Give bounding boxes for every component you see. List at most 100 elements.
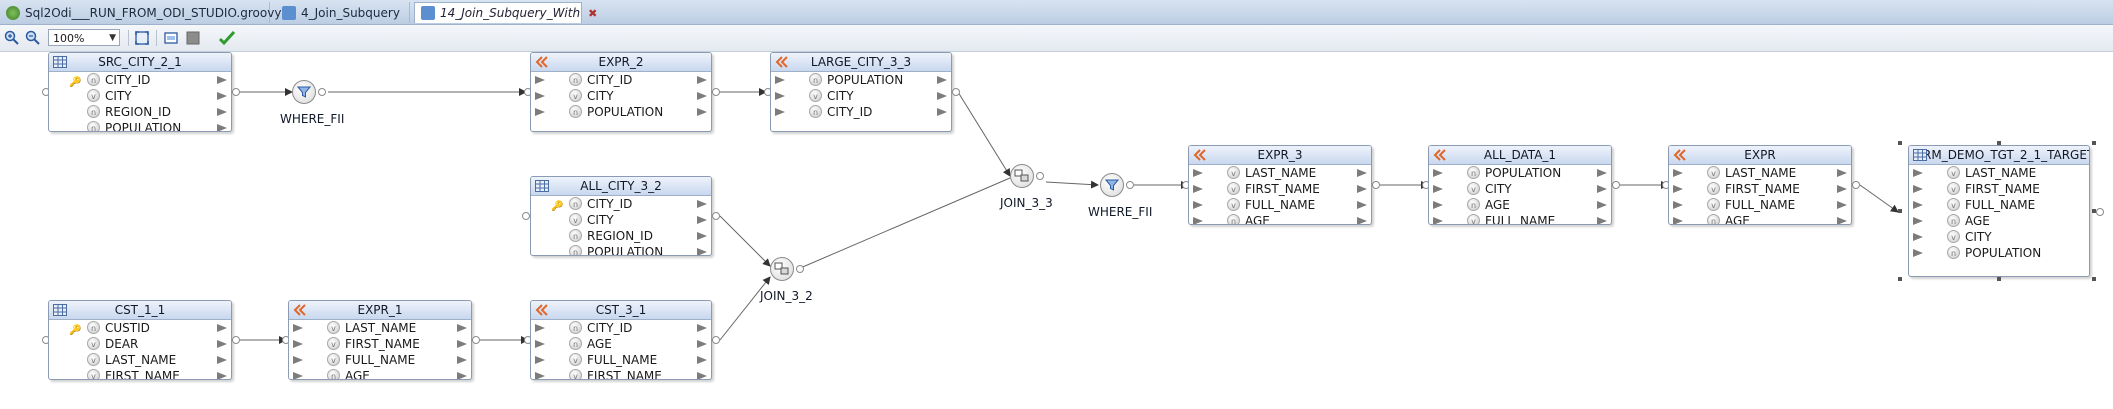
zoom-out-icon[interactable] bbox=[24, 29, 42, 47]
output-arrow-icon[interactable] bbox=[217, 372, 227, 379]
output-arrow-icon[interactable] bbox=[697, 216, 707, 224]
selection-handle[interactable] bbox=[1997, 141, 2001, 145]
output-arrow-icon[interactable] bbox=[697, 248, 707, 255]
input-arrow-icon[interactable] bbox=[775, 108, 785, 116]
output-port[interactable] bbox=[2096, 208, 2104, 216]
output-port[interactable] bbox=[712, 336, 720, 344]
input-arrow-icon[interactable] bbox=[1193, 217, 1203, 224]
output-port[interactable] bbox=[712, 212, 720, 220]
output-arrow-icon[interactable] bbox=[1837, 169, 1847, 177]
tab-sql2odi-groovy[interactable]: Sql2Odi___RUN_FROM_ODI_STUDIO.groovy bbox=[0, 2, 281, 23]
join-operator[interactable] bbox=[1010, 164, 1034, 188]
input-arrow-icon[interactable] bbox=[1913, 217, 1923, 225]
tab-4-join-subquery[interactable]: 4_Join_Subquery bbox=[276, 2, 410, 23]
selection-handle[interactable] bbox=[2092, 141, 2096, 145]
input-arrow-icon[interactable] bbox=[1913, 249, 1923, 257]
properties-icon[interactable] bbox=[184, 29, 202, 47]
filter-operator[interactable] bbox=[1100, 173, 1124, 197]
output-arrow-icon[interactable] bbox=[1597, 185, 1607, 193]
input-arrow-icon[interactable] bbox=[1913, 169, 1923, 177]
output-port[interactable] bbox=[796, 265, 804, 273]
output-arrow-icon[interactable] bbox=[217, 356, 227, 364]
output-arrow-icon[interactable] bbox=[217, 92, 227, 100]
output-arrow-icon[interactable] bbox=[1597, 169, 1607, 177]
output-arrow-icon[interactable] bbox=[697, 232, 707, 240]
input-arrow-icon[interactable] bbox=[1193, 185, 1203, 193]
input-arrow-icon[interactable] bbox=[1673, 201, 1683, 209]
output-arrow-icon[interactable] bbox=[697, 356, 707, 364]
output-arrow-icon[interactable] bbox=[457, 356, 467, 364]
selection-handle[interactable] bbox=[1997, 277, 2001, 281]
input-arrow-icon[interactable] bbox=[1433, 185, 1443, 193]
input-arrow-icon[interactable] bbox=[293, 372, 303, 379]
output-arrow-icon[interactable] bbox=[697, 92, 707, 100]
input-arrow-icon[interactable] bbox=[775, 76, 785, 84]
output-arrow-icon[interactable] bbox=[1357, 217, 1367, 224]
layout-icon[interactable] bbox=[162, 29, 180, 47]
join-operator[interactable] bbox=[770, 257, 794, 281]
close-icon[interactable]: ✖ bbox=[588, 6, 598, 20]
input-arrow-icon[interactable] bbox=[535, 324, 545, 332]
output-port[interactable] bbox=[232, 336, 240, 344]
output-arrow-icon[interactable] bbox=[697, 372, 707, 379]
selection-handle[interactable] bbox=[2092, 277, 2096, 281]
zoom-in-icon[interactable] bbox=[3, 29, 21, 47]
input-arrow-icon[interactable] bbox=[535, 76, 545, 84]
input-arrow-icon[interactable] bbox=[1913, 201, 1923, 209]
output-arrow-icon[interactable] bbox=[937, 92, 947, 100]
output-arrow-icon[interactable] bbox=[1357, 169, 1367, 177]
output-arrow-icon[interactable] bbox=[697, 340, 707, 348]
output-arrow-icon[interactable] bbox=[1837, 185, 1847, 193]
tab-14-join-subquery-with[interactable]: 14_Join_Subquery_With ✖ bbox=[414, 2, 597, 23]
output-arrow-icon[interactable] bbox=[217, 124, 227, 131]
input-arrow-icon[interactable] bbox=[1433, 217, 1443, 224]
output-port[interactable] bbox=[1852, 181, 1860, 189]
output-arrow-icon[interactable] bbox=[457, 340, 467, 348]
output-port[interactable] bbox=[1372, 181, 1380, 189]
checkmark-icon[interactable] bbox=[218, 29, 236, 47]
output-arrow-icon[interactable] bbox=[697, 324, 707, 332]
input-arrow-icon[interactable] bbox=[775, 92, 785, 100]
selection-handle[interactable] bbox=[1898, 277, 1902, 281]
output-arrow-icon[interactable] bbox=[1597, 217, 1607, 224]
output-port[interactable] bbox=[1036, 172, 1044, 180]
filter-operator[interactable] bbox=[292, 80, 316, 104]
input-arrow-icon[interactable] bbox=[535, 356, 545, 364]
input-arrow-icon[interactable] bbox=[293, 324, 303, 332]
output-port[interactable] bbox=[472, 336, 480, 344]
input-arrow-icon[interactable] bbox=[1913, 185, 1923, 193]
output-port[interactable] bbox=[952, 88, 960, 96]
output-arrow-icon[interactable] bbox=[697, 200, 707, 208]
output-port[interactable] bbox=[232, 88, 240, 96]
output-arrow-icon[interactable] bbox=[1837, 217, 1847, 224]
